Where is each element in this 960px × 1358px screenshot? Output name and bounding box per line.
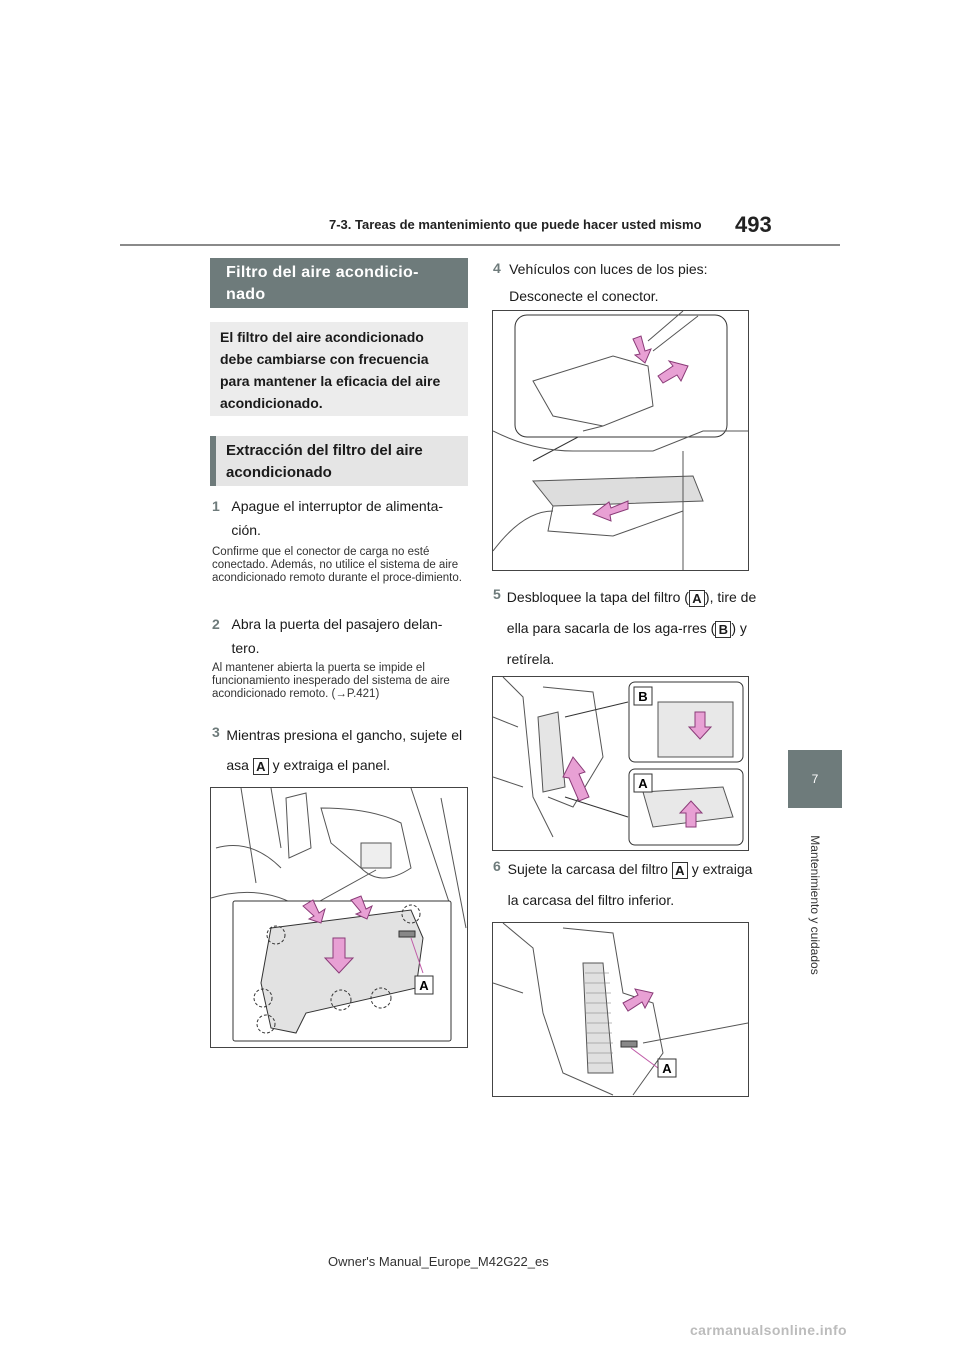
chapter-tab[interactable]: 7 [788, 750, 842, 808]
step-5: 5 Desbloquee la tapa del filtro (A), tir… [493, 586, 757, 667]
callout-a-label: A [252, 757, 269, 775]
subsection-title: Extracción del filtro del aire acondicio… [210, 436, 468, 486]
figure-label-b: B [638, 689, 647, 704]
callout-a-label-3: A [671, 861, 688, 879]
header-rule [120, 244, 840, 246]
figure-label-a-3: A [662, 1061, 672, 1076]
page-number: 493 [735, 212, 772, 237]
note-2: Al mantener abierta la puerta se impide … [212, 662, 450, 700]
figure-connector [492, 310, 749, 571]
callout-b-label: B [715, 620, 732, 638]
section-title: Filtro del aire acondicio- nado [210, 258, 468, 308]
figure-filter-housing: A [492, 922, 749, 1097]
chapter-label: Mantenimiento y cuidados [808, 835, 822, 975]
footer-manual-id: Owner's Manual_Europe_M42G22_es [328, 1254, 549, 1269]
figure-panel-removal: A [210, 787, 468, 1048]
section-intro: El filtro del aire acondicionado debe ca… [210, 322, 468, 416]
figure-label-a-2: A [638, 776, 648, 791]
watermark[interactable]: carmanualsonline.info [690, 1322, 847, 1338]
note-1: Confirme que el conector de carga no est… [212, 546, 462, 584]
step-3: 3 Mientras presiona el gancho, sujete el… [212, 724, 463, 775]
running-header: 7-3. Tareas de mantenimiento que puede h… [329, 217, 702, 232]
callout-a-label-2: A [688, 589, 705, 607]
figure-label-a: A [419, 978, 429, 993]
step-6: 6 Sujete la carcasa del filtro A y extra… [493, 858, 753, 908]
figure-filter-cover: B A [492, 676, 749, 851]
